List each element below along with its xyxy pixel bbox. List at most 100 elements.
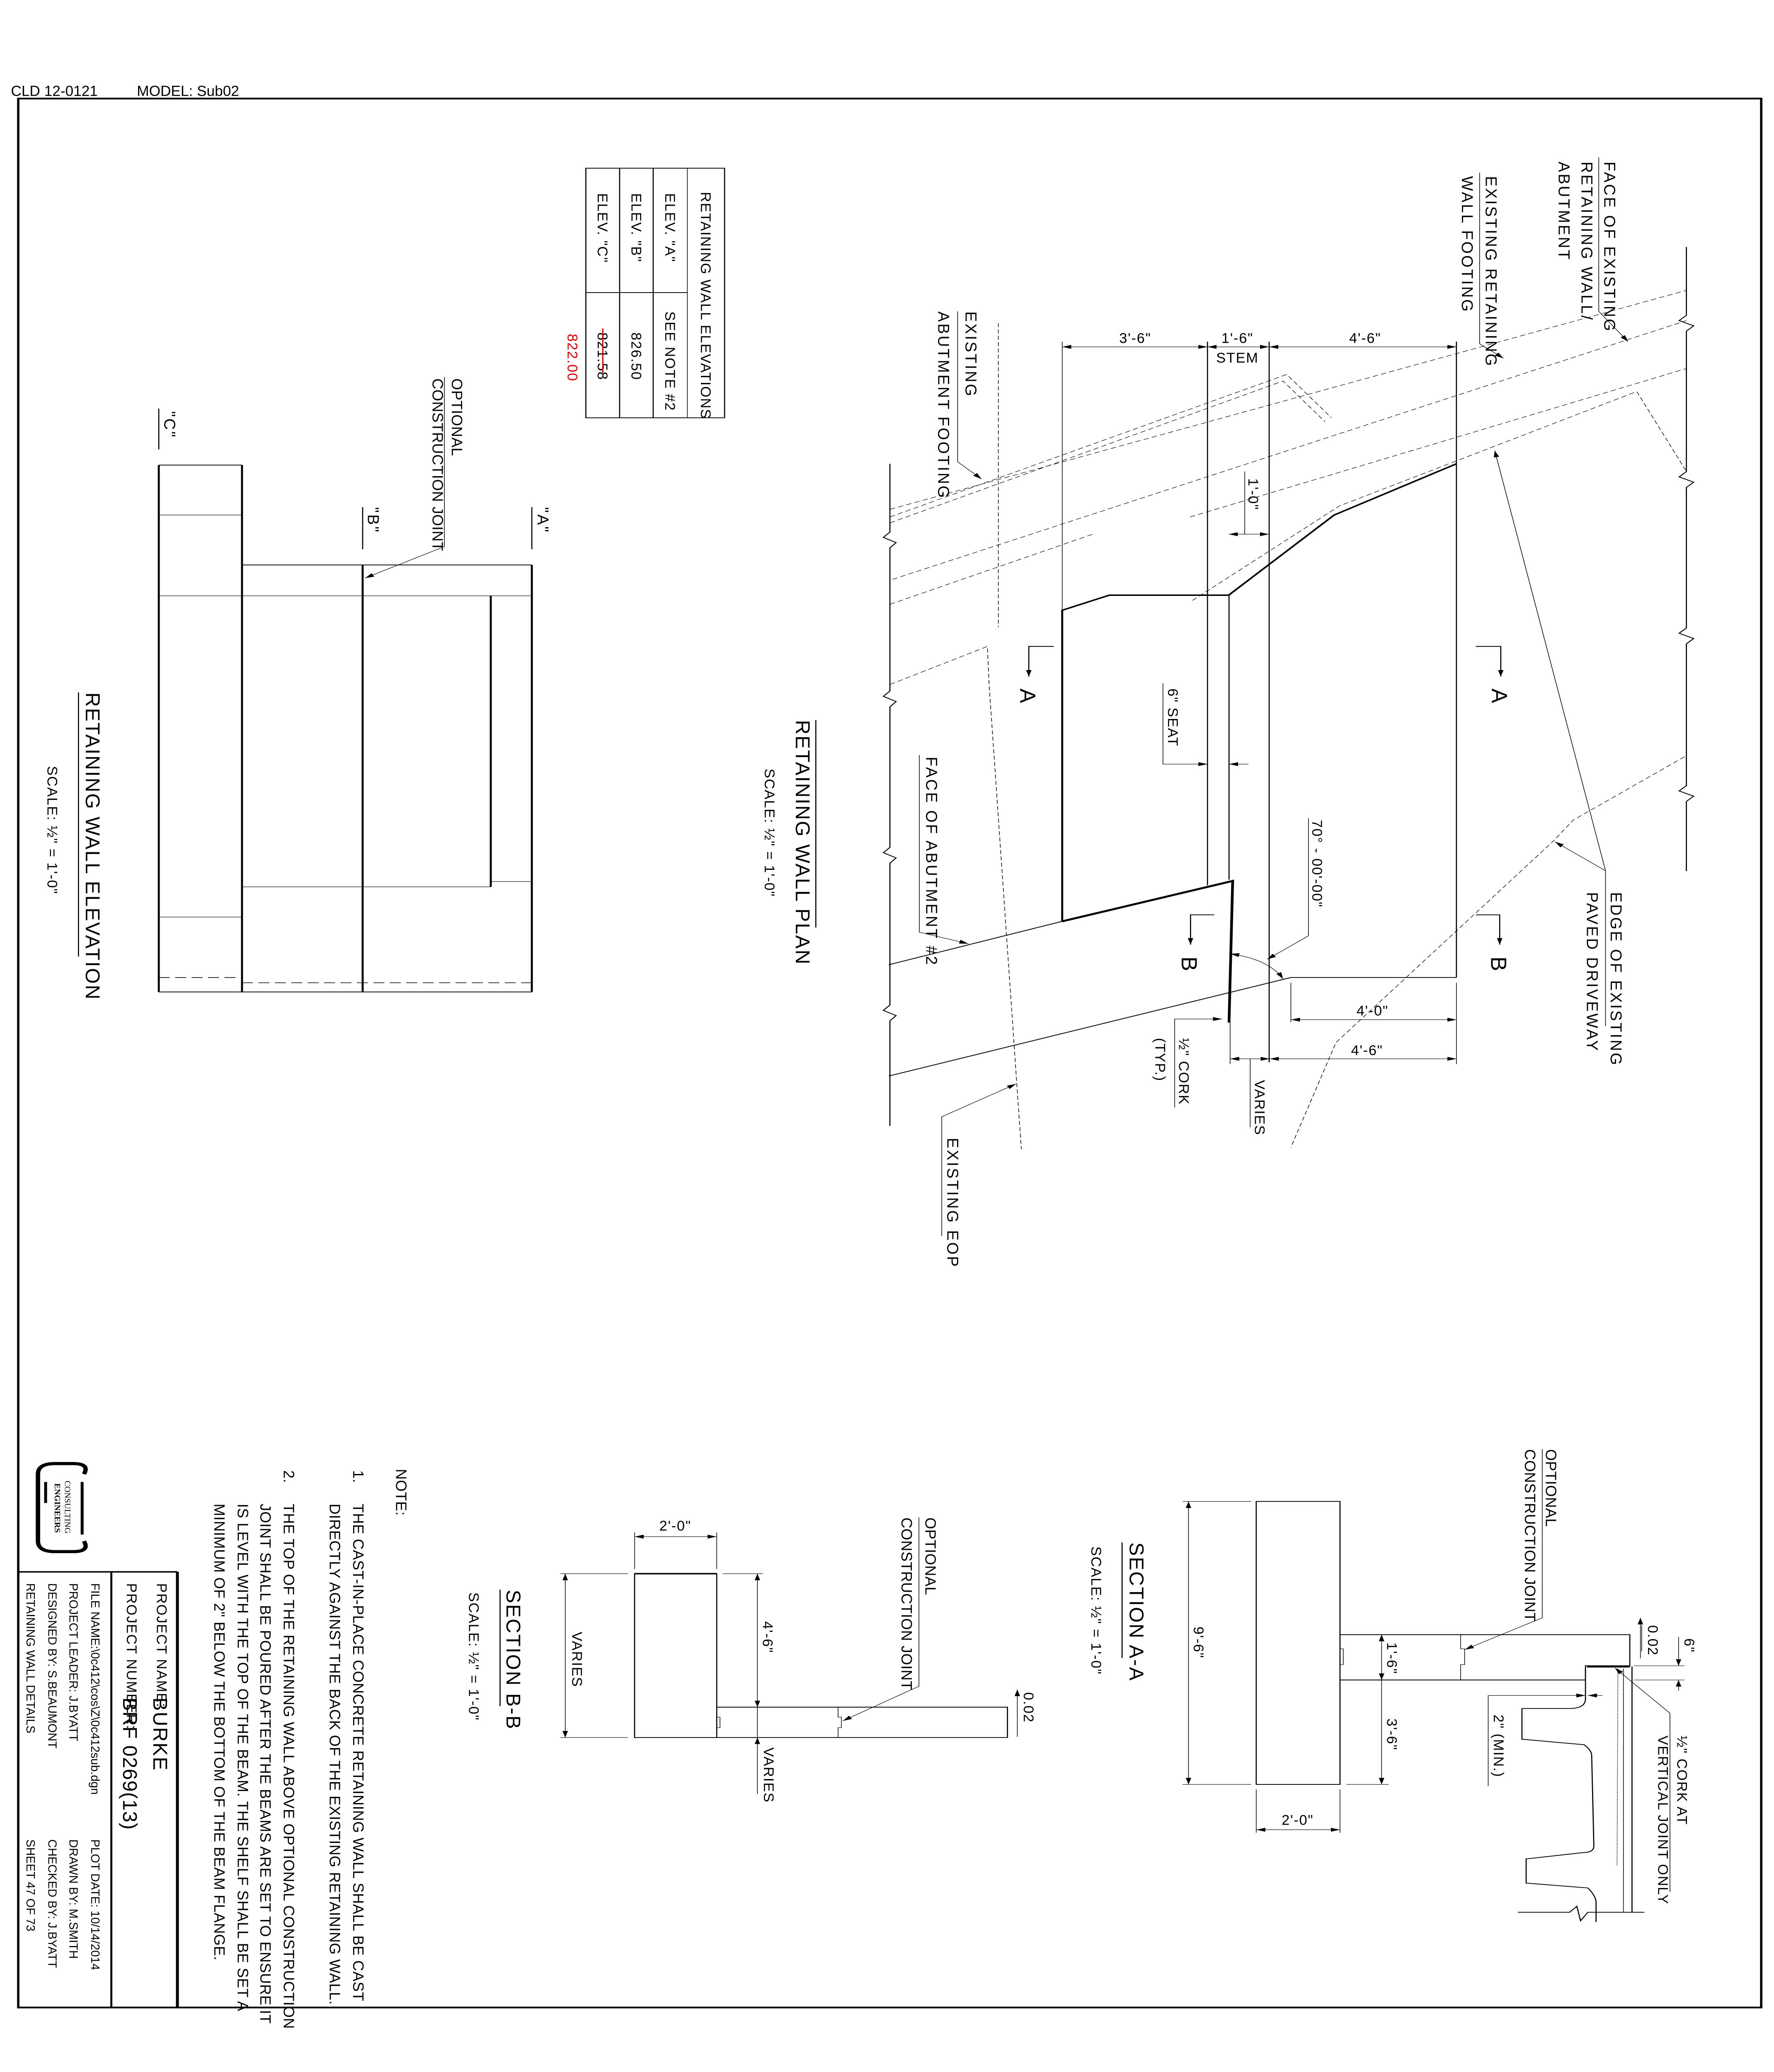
cork-label: (TYP.) [1152,1038,1168,1082]
drawn-by: DRAWN BY: M.SMITH [66,1840,80,1959]
seat-label: 6" SEAT [1165,688,1180,746]
label-face-existing: ABUTMENT [1555,162,1572,261]
slope-label: 0.02 [1020,1692,1036,1723]
note-line: JOINT SHALL BE POURED AFTER THE BEAMS AR… [257,1504,274,2024]
logo-text: ENGINEERS [53,1483,62,1532]
view-title: RETAINING WALL PLAN [791,720,814,965]
marker-c: "C" [160,411,178,438]
label-face-existing: RETAINING WALL/ [1578,162,1595,322]
section-marker-a: A [1487,688,1512,703]
dim-width: 2'-0" [1282,1813,1314,1828]
project-number: BRF 0269(13) [119,1697,141,1830]
slope-label: 0.02 [1645,1625,1660,1656]
marker-a: "A" [534,507,551,534]
dim-lower: 3'-6" [1384,1719,1400,1750]
angle-label: 70° - 00'-00" [1309,820,1325,908]
retaining-wall-plan: 3'-6" 1'-6" STEM 4'-6" 1'-0" 6" SEAT 70°… [761,157,1695,1268]
joint-label: CONSTRUCTION JOINT [1522,1449,1539,1622]
designed-by: DESIGNED BY: S.BEAUMONT [46,1583,59,1748]
label-face-abutment: FACE OF ABUTMENT #2 [923,757,940,966]
dim-heel: 3'-6" [1119,331,1151,346]
project-name: BURKE [149,1697,171,1771]
table-row-label: ELEV. "B" [628,193,644,262]
dim-width: 2'-0" [659,1518,691,1534]
notes: NOTE: 1. THE CAST-IN-PLACE CONCRETE RETA… [211,1469,410,2029]
label-face-existing: FACE OF EXISTING [1600,162,1618,333]
marker-b: "B" [364,507,381,534]
table-row-revised-value: 822.00 [564,334,580,382]
view-scale: SCALE: ½" = 1'-0" [1088,1547,1104,1675]
sheet-number: SHEET 47 OF 73 [24,1840,37,1932]
company-logo: CONSULTING ENGINEERS [36,1462,88,1554]
label-existing-wall-footing: WALL FOOTING [1458,176,1476,313]
view-title: SECTION B-B [502,1590,524,1730]
view-title: SECTION A-A [1125,1542,1148,1682]
table-title: RETAINING WALL ELEVATIONS [698,192,713,419]
joint-label: CONSTRUCTION JOINT [898,1518,915,1690]
note-line: THE CAST-IN-PLACE CONCRETE RETAINING WAL… [350,1504,367,2002]
dim-stem-label: STEM [1216,350,1258,366]
label-existing-abutment: EXISTING [962,311,979,397]
label-driveway: EDGE OF EXISTING [1607,892,1624,1067]
joint-label: CONSTRUCTION JOINT [429,378,446,551]
section-marker-a: A [1015,688,1040,703]
table-row-value: SEE NOTE #2 [662,311,678,411]
file-name: FILE NAME:\0c412\cos\Z\0c412sub.dgn [88,1583,102,1794]
checked-by: CHECKED BY: J.BYATT [46,1840,59,1968]
dim-upper: 4'-6" [760,1621,776,1653]
dim-offset: 1'-0" [1245,478,1261,510]
dim-varies: VARIES [1251,1080,1267,1135]
dim-toe: 4'-6" [1349,331,1381,346]
steel-beam [1517,1666,1645,1922]
section-a-a: OPTIONAL CONSTRUCTION JOINT 9'-6" 2'-0" … [1088,1449,1697,1922]
view-scale: SCALE: ½" = 1'-0" [466,1593,482,1721]
retaining-wall-elevation: "C" "B" "A" OPTIONAL CONSTRUCTION JOINT … [44,377,551,1000]
min-gap-label: 2" (MIN.) [1490,1714,1506,1777]
notes-heading: NOTE: [393,1469,410,1516]
model-name: MODEL: Sub02 [137,83,239,99]
table-row-value: 826.50 [628,332,644,380]
project-name-label: PROJECT NAME: [154,1583,170,1708]
note-number: 1. [350,1470,367,1483]
note-line: IS LEVEL WITH THE TOP OF THE BEAM. THE S… [234,1504,251,2011]
joint-label: OPTIONAL [922,1518,939,1595]
drawing-id: CLD 12-0121 [11,83,98,99]
dim-stem: 1'-6" [1221,331,1253,346]
section-marker-b: B [1486,956,1510,971]
note-line: DIRECTLY AGAINST THE BACK OF THE EXISTIN… [327,1504,344,2005]
view-title: RETAINING WALL ELEVATION [81,692,104,1000]
label-existing-eop: EXISTING EOP [943,1138,961,1268]
note-line: MINIMUM OF 2" BELOW THE BOTTOM OF THE BE… [211,1504,228,1961]
project-leader: PROJECT LEADER: J.BYATT [66,1583,80,1741]
section-b-b: 2'-0" VARIES 4'-6" VARIES 0.02 OPTIONAL … [466,1518,1037,1803]
note-number: 2. [281,1470,298,1483]
cork-label: VERTICAL JOINT ONLY [1655,1736,1670,1905]
elevations-table: RETAINING WALL ELEVATIONS ELEV. "A" SEE … [564,167,725,419]
dim-six: 6" [1681,1638,1697,1653]
dim-stem: 1'-6" [1384,1642,1400,1674]
dim-height: VARIES [569,1632,584,1687]
view-scale: SCALE: ½" = 1'-0" [761,769,777,897]
label-existing-wall-footing: EXISTING RETAINING [1482,176,1499,368]
view-scale: SCALE: ½" = 1'-0" [44,766,60,894]
joint-label: OPTIONAL [1543,1449,1560,1527]
cork-label: ½" CORK [1176,1038,1192,1105]
table-row-label: ELEV. "A" [662,193,678,262]
label-existing-abutment: ABUTMENT FOOTING [934,311,952,499]
title-block: CONSULTING ENGINEERS PROJECT NAME: BURKE… [18,1462,179,2008]
cork-label: ½" CORK AT [1674,1736,1690,1825]
plot-date: PLOT DATE: 10/14/2014 [88,1840,102,1970]
note-line: THE TOP OF THE RETAINING WALL ABOVE OPTI… [281,1504,298,2029]
dim-height: 9'-6" [1190,1627,1206,1658]
sheet-border [17,97,1763,2009]
joint-label: OPTIONAL [448,378,465,456]
sheet-title: RETAINING WALL DETAILS [24,1583,37,1733]
logo-text: CONSULTING [63,1481,72,1534]
dim-bottom-2: 4'-6" [1351,1043,1383,1058]
label-driveway: PAVED DRIVEWAY [1583,892,1601,1052]
dim-bottom-1: 4'-0" [1357,1003,1389,1019]
section-marker-b: B [1177,956,1201,971]
table-row-label: ELEV. "C" [594,193,610,263]
project-number-label: PROJECT NUMBER: [124,1583,139,1730]
